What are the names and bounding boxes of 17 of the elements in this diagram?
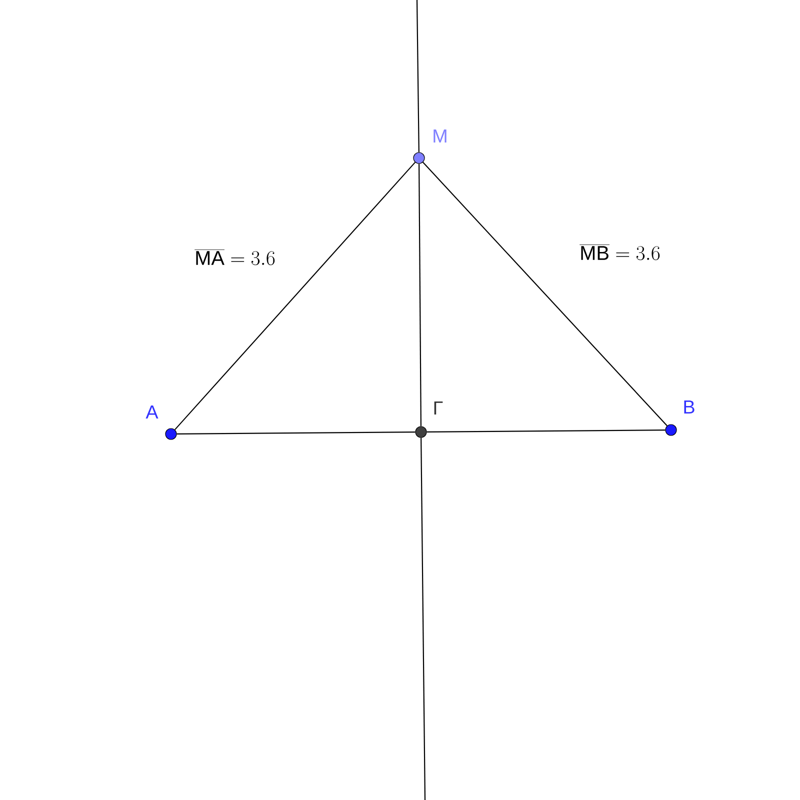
edge-label: $\overline{\mathsf{MB}} = 3.6$ — [578, 243, 662, 261]
line-segment — [174, 162, 416, 430]
line-segment — [426, 430, 666, 432]
node-label: B — [684, 400, 694, 414]
point: A — [146, 406, 177, 440]
line-segment — [416, 0, 420, 152]
point: M — [413, 130, 446, 164]
line-segment — [422, 162, 668, 426]
node-label: Γ — [434, 401, 443, 415]
node-label: M — [434, 129, 446, 143]
line-segment — [418, 164, 422, 426]
line-segment — [176, 432, 416, 434]
node-label: A — [146, 406, 158, 419]
point: B — [665, 400, 694, 436]
line-segment — [420, 438, 426, 800]
point: Γ — [415, 402, 443, 438]
edge-label: $\overline{\mathsf{MA}} = 3.6$ — [194, 248, 276, 266]
